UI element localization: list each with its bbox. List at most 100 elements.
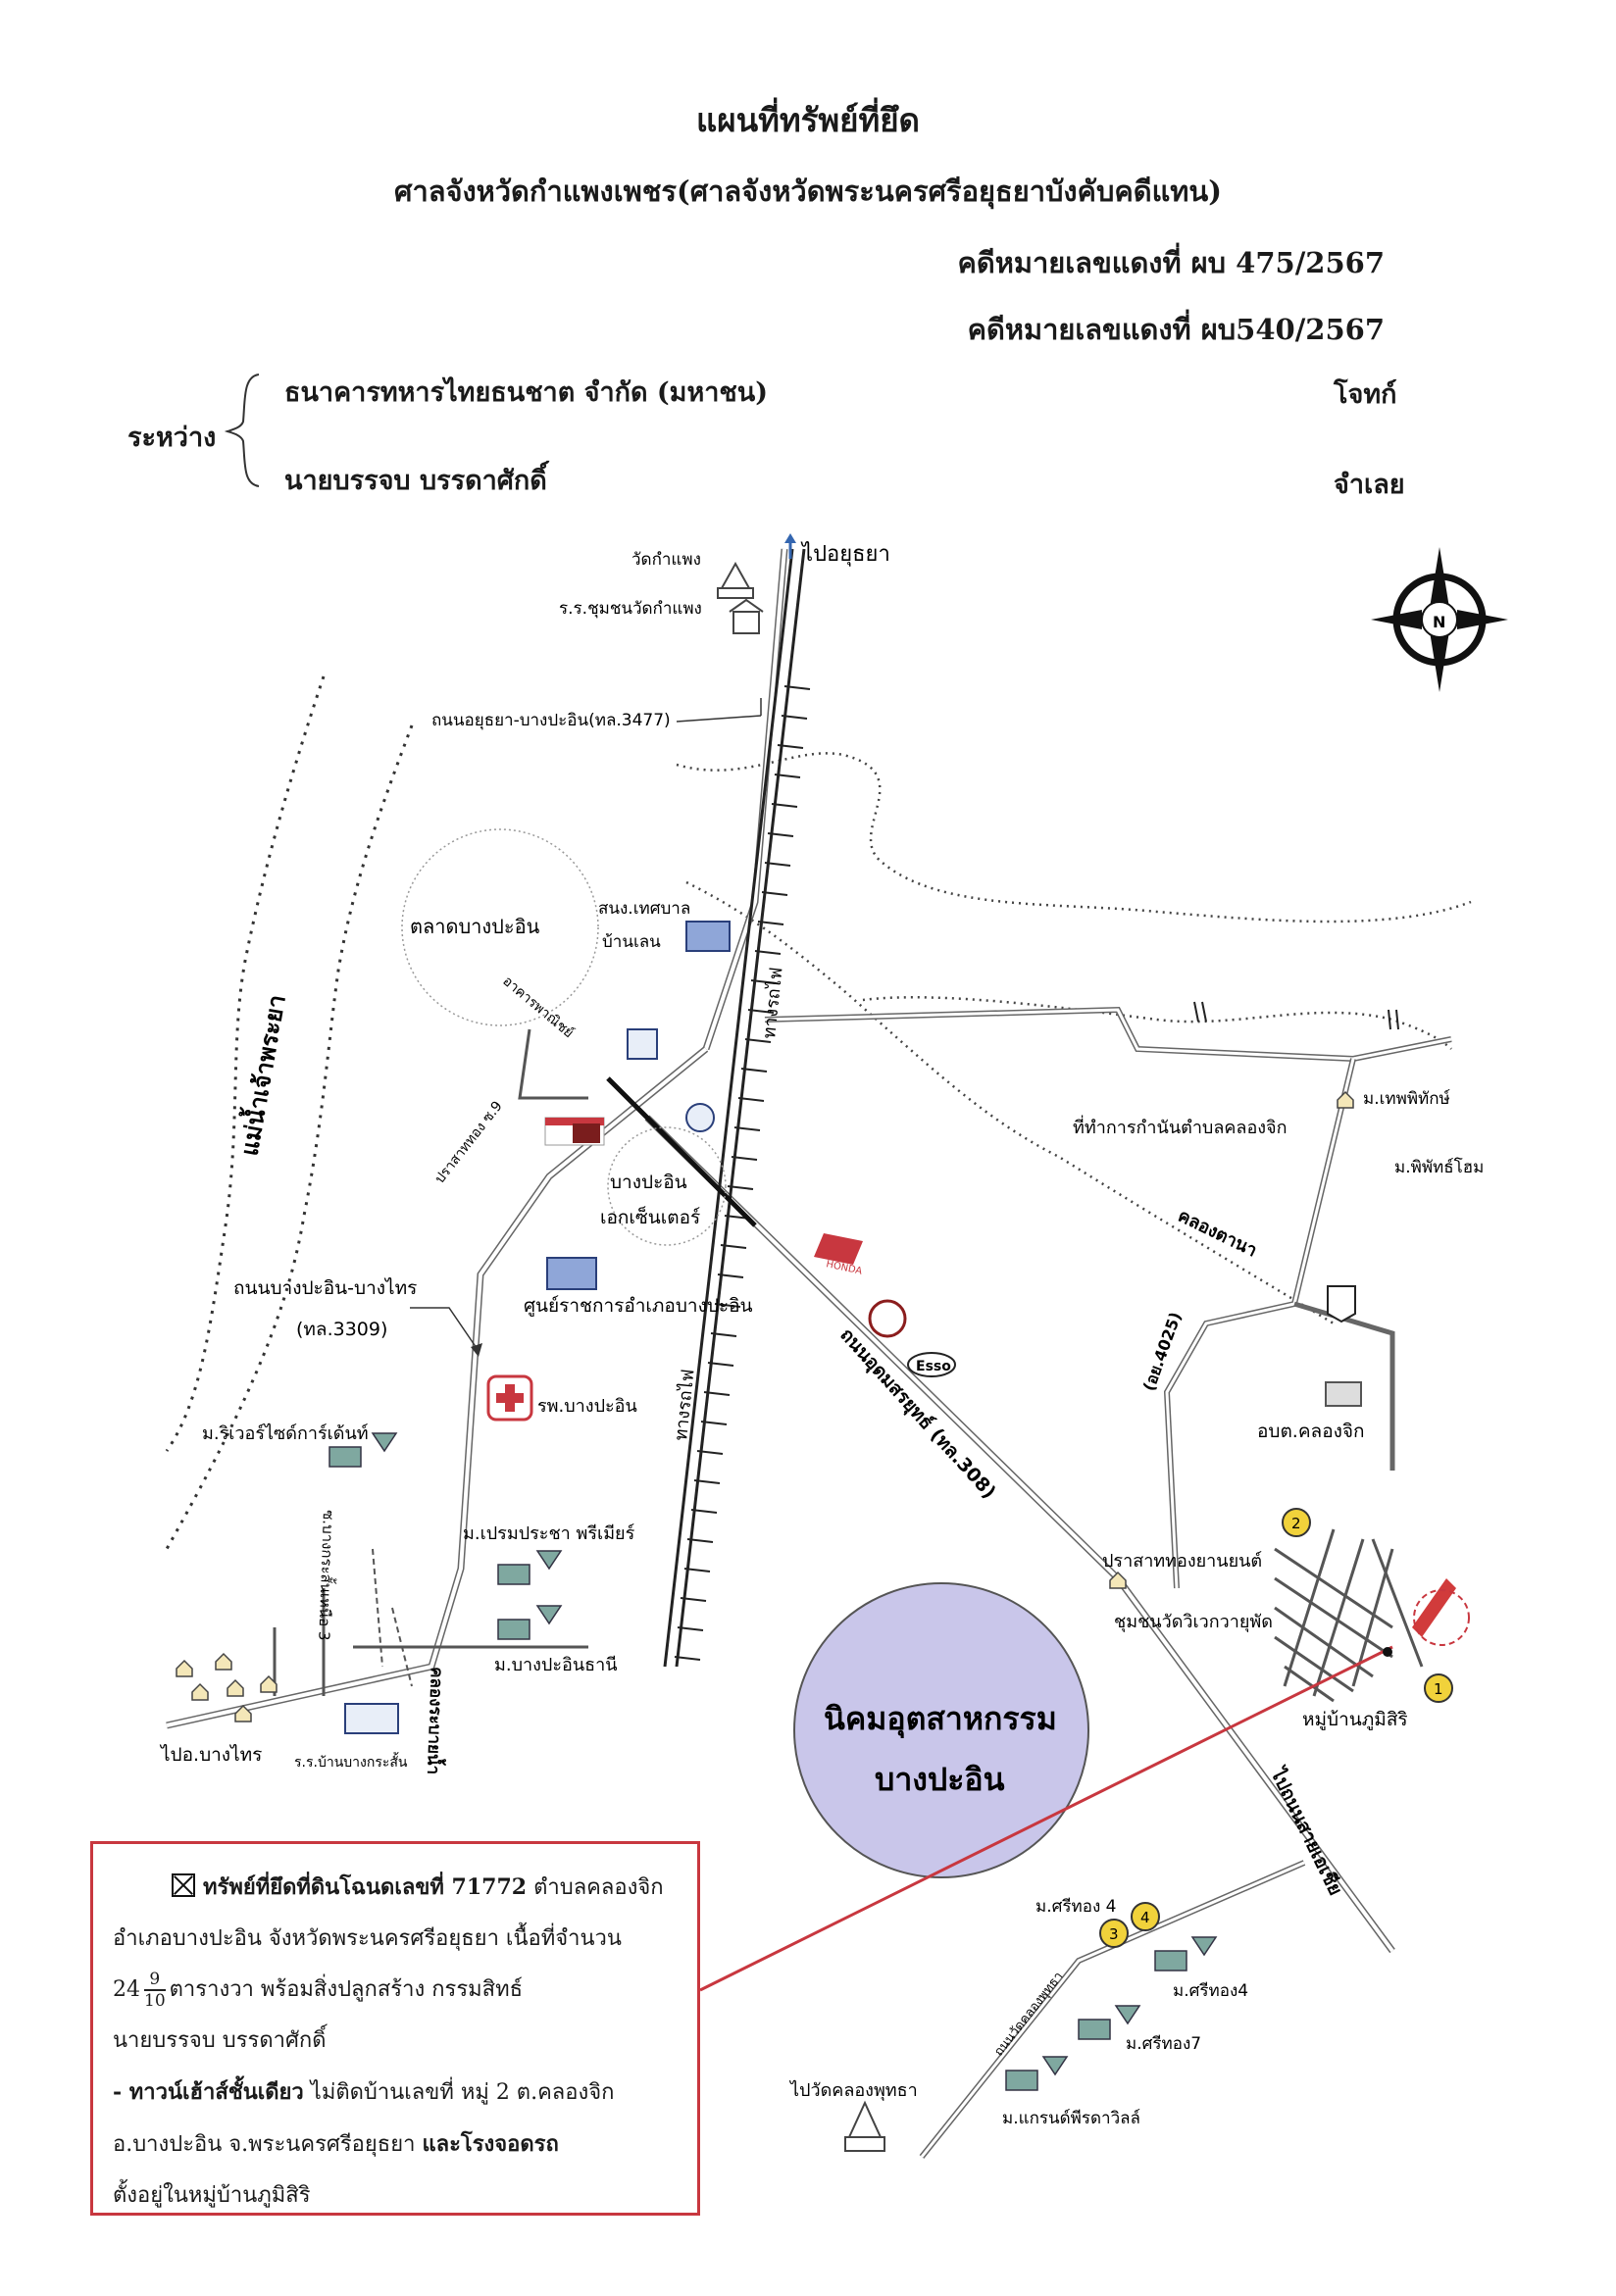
district-province: อ.บางปะอิน จ.พระนครศรีอยุธยา [113, 2132, 423, 2157]
label-sritong7: ม.ศรีทอง7 [1126, 2034, 1201, 2054]
label-road-khlong-phutsa: ถนนวัดคลองพุทธา [991, 1970, 1066, 2060]
case-number-2: คดีหมายเลขแดงที่ ผบ540/2567 [967, 313, 1385, 346]
label-phumisiri: หมู่บ้านภูมิสิริ [1302, 1709, 1408, 1730]
village-icon-prem [497, 1550, 563, 1585]
school-icon-bangkrasan [344, 1703, 399, 1734]
label-municipal: สนง.เทศบาล [598, 899, 690, 919]
property-line-5: - ทาวน์เฮ้าส์ชั้นเดียว ไม่ติดบ้านเลขที่ … [113, 2067, 678, 2119]
label-hospital: รพ.บางปะอิน [537, 1396, 637, 1417]
label-phiphat: ม.พิพัทธ์โฮม [1394, 1157, 1484, 1177]
label-ban-len: บ้านเลน [602, 932, 661, 952]
compass-n-label: N [1433, 613, 1445, 631]
label-grand: ม.แกรนด์พีรดาวิลล์ [1002, 2109, 1140, 2128]
esso-logo-icon [907, 1352, 956, 1377]
label-industrial-2: บางปะอิน [875, 1761, 1005, 1798]
property-line-4: นายบรรจบ บรรดาศักดิ์ [113, 2028, 327, 2053]
flag-building-icon [544, 1117, 605, 1146]
temple-icon-khlong-phutsa [844, 2100, 885, 2152]
road-4025-inner [1165, 1058, 1355, 1589]
property-dot [1383, 1647, 1392, 1657]
label-to-ayutthaya: ไปอยุธยา [800, 541, 890, 567]
property-red-marker [1412, 1578, 1456, 1637]
compass-icon [1371, 547, 1508, 692]
property-info-box: ทรัพย์ที่ยึดที่ดินโฉนดเลขที่ 71772 ตำบลค… [90, 1841, 700, 2216]
road-east-inner [764, 1008, 1452, 1061]
building-location: ไม่ติดบ้านเลขที่ หมู่ 2 ต.คลองจิก [303, 2080, 615, 2105]
side-street-1 [518, 1028, 588, 1100]
label-district-office: ศูนย์ราชการอำเภอบางปะอิน [524, 1295, 753, 1317]
label-to-wat-khlong-phutsa: ไปวัดคลองพุทธา [788, 2079, 918, 2101]
label-railway-1: ทางรถไฟ [758, 966, 787, 1039]
marker-1 [1424, 1673, 1453, 1703]
label-market: ตลาดบางปะอิน [410, 915, 540, 938]
garage-text: และโรงจอดรถ [422, 2131, 559, 2157]
label-thep: ม.เทพพิทักษ์ [1363, 1089, 1450, 1109]
marker-3-label: 3 [1109, 1925, 1119, 1943]
label-industrial-1: นิคมอุตสาหกรรม [824, 1700, 1057, 1739]
label-kamnan: ที่ทำการกำนันตำบลคลองจิก [1073, 1115, 1288, 1138]
temple-icon [717, 561, 754, 599]
label-railway-2: ทางรถไฟ [670, 1368, 699, 1441]
label-prasat-yanyon: ปราสาททองยานยนต์ [1102, 1551, 1262, 1572]
center-circle [607, 1126, 727, 1246]
label-road-308: ถนนอุดมสรยุทธ์ (ทล.308) [835, 1324, 1000, 1504]
area-whole: 24 [113, 1977, 140, 2002]
district-office-icon [546, 1257, 597, 1290]
canal-north [676, 752, 1472, 923]
plaintiff-role: โจทก์ [1334, 379, 1397, 410]
school-icon [729, 598, 764, 634]
property-line-7: ตั้งอยู่ในหมู่บ้านภูมิสิริ [113, 2183, 311, 2208]
label-prem: ม.เปรมประชา พรีเมียร์ [463, 1523, 635, 1544]
road-4025 [1163, 1058, 1356, 1589]
marker-1-label: 1 [1434, 1680, 1443, 1698]
railway-crossing [606, 1076, 757, 1227]
label-center-1: บางปะอิน [610, 1172, 687, 1193]
house-icon-kamnan [1337, 1090, 1354, 1109]
label-canal-tanao: คลองตานา [1175, 1206, 1260, 1262]
court-name: ศาลจังหวัดกำแพงเพชร(ศาลจังหวัดพระนครศรีอ… [394, 175, 1222, 208]
road-3477-inner [704, 548, 786, 1050]
p-sign-icon [1327, 1285, 1356, 1323]
label-chumchon: ชุมชนวัดวิเวกวายุพัด [1114, 1612, 1273, 1632]
label-road-3309-b: (ทล.3309) [296, 1319, 387, 1340]
shell-like-logo-icon [868, 1299, 907, 1338]
marker-4-label: 4 [1140, 1909, 1150, 1926]
municipal-building-icon [685, 921, 731, 952]
label-sritong4-a: ม.ศรีทอง 4 [1035, 1897, 1116, 1917]
village-icon-grand [1005, 2056, 1069, 2091]
label-riverside: ม.ริเวอร์ไซด์การ์เด้นท์ [202, 1423, 369, 1444]
property-line-1: ทรัพย์ที่ยึดที่ดินโฉนดเลขที่ 71772 ตำบลค… [113, 1862, 678, 1914]
road-3309-inner [166, 1047, 708, 1727]
label-road-3477: ถนนอยุธยา-บางปะอิน(ทล.3477) [431, 711, 671, 730]
road-khlong-phutsa-inner [920, 1861, 1305, 2158]
deed-subdistrict: ตำบลคลองจิก [527, 1875, 664, 1900]
label-road-4025: (อย.4025) [1139, 1310, 1186, 1394]
house-icons-west [176, 1652, 278, 1722]
party-brace [224, 374, 260, 487]
label-to-bang-sai: ไปอ.บางไทร [159, 1744, 262, 1766]
bank-logo-icon [627, 1028, 715, 1132]
house-icon-prasat [1109, 1571, 1127, 1589]
hospital-icon [486, 1374, 533, 1422]
label-center-2: เอกเซ็นเตอร์ [600, 1205, 700, 1228]
railway-ties [674, 685, 811, 1661]
industrial-estate [793, 1582, 1089, 1878]
village-icon-sritong4 [1154, 1936, 1218, 1972]
area-unit-text: ตารางวา พร้อมสิ่งปลูกสร้าง กรรมสิทธ์ [169, 1977, 524, 2002]
canal-east [862, 996, 1452, 1050]
property-line-6: อ.บางปะอิน จ.พระนครศรีอยุธยา และโรงจอดรถ [113, 2119, 678, 2171]
defendant-role: จำเลย [1334, 470, 1405, 500]
between-label: ระหว่าง [127, 423, 217, 453]
defendant-name: นายบรรจบ บรรดาศักดิ์ [284, 466, 547, 496]
marker-2-label: 2 [1291, 1515, 1301, 1532]
label-wat-kamphaeng: วัดกำแพง [631, 550, 701, 570]
village-icon-sritong7 [1078, 2005, 1141, 2040]
label-esso: Esso [916, 1359, 951, 1374]
marker-3 [1099, 1919, 1129, 1948]
label-sritong4-b: ม.ศรีทอง4 [1173, 1981, 1248, 2001]
phumisiri-grid [1274, 1528, 1424, 1703]
label-honda: HONDA [825, 1259, 863, 1277]
